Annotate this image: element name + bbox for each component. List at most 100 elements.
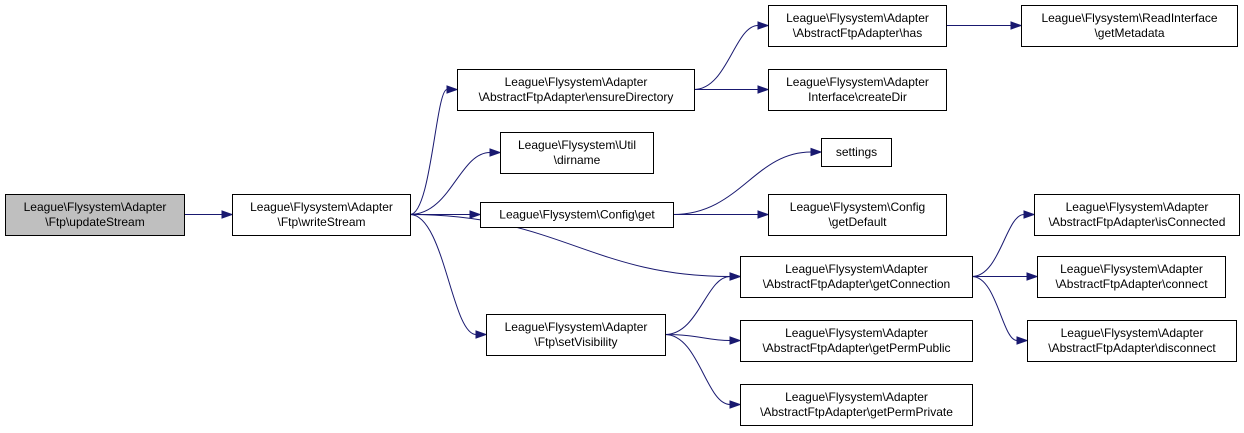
node-label-line: \AbstractFtpAdapter\isConnected <box>1049 215 1226 229</box>
edge-line <box>664 334 731 341</box>
edge-line <box>664 276 731 335</box>
node-getMetadata[interactable]: League\Flysystem\ReadInterface\getMetada… <box>1021 5 1238 47</box>
edge-getConnection-to-connect <box>972 272 1039 281</box>
edge-arrowhead <box>489 148 502 157</box>
edge-line <box>672 151 812 215</box>
edge-line <box>971 276 1018 341</box>
node-label-line: League\Flysystem\Adapter <box>1060 262 1203 276</box>
node-box[interactable] <box>821 138 892 167</box>
node-box[interactable] <box>232 194 411 236</box>
node-box[interactable] <box>740 320 973 362</box>
edge-arrowhead <box>810 147 823 157</box>
edge-arrowhead <box>475 330 488 339</box>
edge-ensureDirectory-to-has <box>693 21 770 90</box>
edge-line <box>971 214 1025 277</box>
node-ensureDirectory[interactable]: League\Flysystem\Adapter\AbstractFtpAdap… <box>457 69 695 111</box>
node-setVisibility[interactable]: League\Flysystem\Adapter\Ftp\setVisibili… <box>486 314 666 356</box>
node-box[interactable] <box>5 194 185 236</box>
node-label-line: League\Flysystem\Adapter <box>505 75 648 89</box>
node-label-line: \AbstractFtpAdapter\ensureDirectory <box>479 90 674 104</box>
edge-setVisibility-to-getConnection <box>664 272 742 335</box>
node-label-line: League\Flysystem\Util <box>518 138 636 152</box>
edge-arrowhead <box>469 210 482 219</box>
node-box[interactable] <box>768 194 947 236</box>
node-label-line: League\Flysystem\Adapter <box>786 75 929 89</box>
edge-arrowhead <box>729 272 742 281</box>
node-label-line: \AbstractFtpAdapter\disconnect <box>1048 341 1216 355</box>
node-has[interactable]: League\Flysystem\Adapter\AbstractFtpAdap… <box>768 5 947 47</box>
node-box[interactable] <box>1037 256 1226 298</box>
node-label-line: League\Flysystem\Adapter <box>786 11 929 25</box>
node-isConnected[interactable]: League\Flysystem\Adapter\AbstractFtpAdap… <box>1034 194 1240 236</box>
node-label-line: League\Flysystem\Adapter <box>24 200 167 214</box>
node-label-line: League\Flysystem\Adapter <box>1066 200 1209 214</box>
node-label-line: League\Flysystem\Adapter <box>785 262 928 276</box>
call-graph-nodes: League\Flysystem\Adapter\Ftp\updateStrea… <box>5 5 1240 426</box>
node-label-line: \AbstractFtpAdapter\getPermPrivate <box>760 405 953 419</box>
edge-configGet-to-settings <box>672 147 823 215</box>
node-label-line: \AbstractFtpAdapter\connect <box>1055 277 1208 291</box>
edge-line <box>409 214 731 277</box>
node-box[interactable] <box>486 314 666 356</box>
node-label-line: \Ftp\updateStream <box>45 215 144 229</box>
edge-line <box>409 214 477 335</box>
node-label-line: \AbstractFtpAdapter\has <box>793 26 922 40</box>
node-label-line: \AbstractFtpAdapter\getPermPublic <box>762 341 950 355</box>
node-box[interactable] <box>740 384 973 426</box>
node-getConnection[interactable]: League\Flysystem\Adapter\AbstractFtpAdap… <box>740 256 973 298</box>
node-box[interactable] <box>1034 194 1240 236</box>
node-updateStream[interactable]: League\Flysystem\Adapter\Ftp\updateStrea… <box>5 194 185 236</box>
edge-setVisibility-to-getPermPublic <box>664 334 742 345</box>
edge-line <box>664 334 731 405</box>
node-createDir[interactable]: League\Flysystem\AdapterInterface\create… <box>768 69 947 111</box>
node-disconnect[interactable]: League\Flysystem\Adapter\AbstractFtpAdap… <box>1027 320 1237 362</box>
node-box[interactable] <box>480 202 674 228</box>
node-label-line: League\Flysystem\Adapter <box>785 390 928 404</box>
edge-getConnection-to-disconnect <box>971 276 1029 345</box>
node-settings[interactable]: settings <box>821 138 892 167</box>
node-getDefault[interactable]: League\Flysystem\Config\getDefault <box>768 194 947 236</box>
edge-setVisibility-to-getPermPrivate <box>664 334 742 409</box>
edge-arrowhead <box>1016 336 1029 345</box>
edge-line <box>693 25 759 90</box>
node-box[interactable] <box>500 132 654 174</box>
node-box[interactable] <box>1021 5 1238 47</box>
node-configGet[interactable]: League\Flysystem\Config\get <box>480 202 674 228</box>
node-label-line: \Ftp\writeStream <box>277 215 365 229</box>
edge-arrowhead <box>221 210 234 219</box>
node-box[interactable] <box>768 69 947 111</box>
node-label-line: Interface\createDir <box>808 90 907 104</box>
node-box[interactable] <box>768 5 947 47</box>
node-label-line: \getDefault <box>828 215 887 229</box>
node-box[interactable] <box>740 256 973 298</box>
node-getPermPrivate[interactable]: League\Flysystem\Adapter\AbstractFtpAdap… <box>740 384 973 426</box>
node-connect[interactable]: League\Flysystem\Adapter\AbstractFtpAdap… <box>1037 256 1226 298</box>
node-label-line: settings <box>836 145 877 159</box>
edge-writeStream-to-setVisibility <box>409 214 488 339</box>
edge-arrowhead <box>1026 272 1039 281</box>
node-label-line: League\Flysystem\Adapter <box>785 326 928 340</box>
edge-updateStream-to-writeStream <box>183 210 234 219</box>
edge-arrowhead <box>729 400 742 409</box>
node-getPermPublic[interactable]: League\Flysystem\Adapter\AbstractFtpAdap… <box>740 320 973 362</box>
edge-getConnection-to-isConnected <box>971 210 1036 277</box>
edge-has-to-getMetadata <box>946 21 1023 30</box>
edge-configGet-to-getDefault <box>672 210 770 219</box>
node-label-line: \AbstractFtpAdapter\getConnection <box>763 277 950 291</box>
node-dirname[interactable]: League\Flysystem\Util\dirname <box>500 132 654 174</box>
node-box[interactable] <box>457 69 695 111</box>
edge-arrowhead <box>757 21 770 30</box>
node-label-line: League\Flysystem\Config <box>790 200 925 214</box>
node-label-line: League\Flysystem\Adapter <box>1061 326 1204 340</box>
edge-arrowhead <box>757 210 770 219</box>
node-box[interactable] <box>1027 320 1237 362</box>
edge-arrowhead <box>729 336 742 345</box>
node-label-line: League\Flysystem\Config\get <box>499 208 655 222</box>
node-writeStream[interactable]: League\Flysystem\Adapter\Ftp\writeStream <box>232 194 411 236</box>
edge-arrowhead <box>1010 21 1023 30</box>
node-label-line: \dirname <box>554 153 601 167</box>
edge-writeStream-to-ensureDirectory <box>409 85 459 215</box>
node-label-line: League\Flysystem\Adapter <box>250 200 393 214</box>
edge-arrowhead <box>446 85 459 94</box>
